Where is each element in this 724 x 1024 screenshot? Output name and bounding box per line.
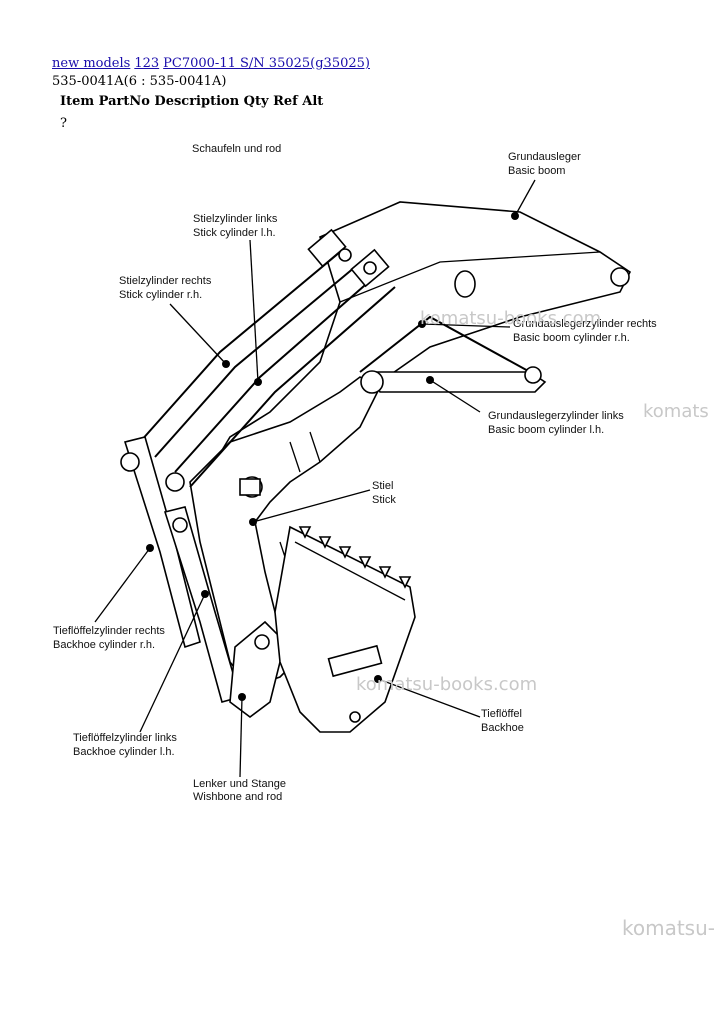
label-gazyl-links: Grundauslegerzylinder links [488,410,624,422]
table-row: ? [60,116,67,131]
table-header: Item PartNo Description Qty Ref Alt [60,94,324,109]
breadcrumb-link-new-models[interactable]: new models [52,56,131,71]
label-stielzylinder-rechts: Stielzylinder rechts [119,275,212,287]
watermark-4: komatsu- [622,916,715,940]
leader-lines [94,179,536,778]
label-stielzylinder-links: Stielzylinder links [193,213,278,225]
label-basic-boom-cyl-rh: Basic boom cylinder r.h. [513,332,630,344]
label-tlzyl-rechts: Tieflöffelzylinder rechts [53,625,165,637]
parts-diagram: Schaufeln und rod Grundausleger Basic bo… [53,143,709,802]
page-subtitle: 535-0041A(6 : 535-0041A) [52,74,227,89]
diagram-labels: Schaufeln und rod Grundausleger Basic bo… [53,143,657,802]
label-grundausleger: Grundausleger [508,151,581,163]
label-stick-cylinder-rh: Stick cylinder r.h. [119,289,202,301]
label-basic-boom-cyl-lh: Basic boom cylinder l.h. [488,424,604,436]
stick-cylinders [139,228,396,488]
watermark-3: komatsu-books.com [356,674,537,695]
label-stiel: Stiel [372,480,393,492]
label-backhoe-cyl-rh: Backhoe cylinder r.h. [53,639,155,651]
label-stick: Stick [372,494,396,506]
label-stick-cylinder-lh: Stick cylinder l.h. [193,227,276,239]
label-backhoe: Backhoe [481,722,524,734]
breadcrumb-link-123[interactable]: 123 [134,56,160,71]
watermarks: komatsu-books.com komats komatsu-books.c… [356,308,709,695]
boom-cylinders [359,315,547,394]
watermark-1: komatsu-books.com [420,308,601,329]
label-backhoe-cyl-lh: Backhoe cylinder l.h. [73,746,175,758]
watermark-2: komats [643,401,709,422]
label-basic-boom: Basic boom [508,165,565,177]
breadcrumb-link-model[interactable]: PC7000-11 S/N 35025(g35025) [163,56,370,71]
label-lenker: Lenker und Stange [193,778,286,790]
footer-watermark: komatsu- [622,916,715,940]
wishbone [229,620,286,718]
backhoe-bucket [274,525,416,733]
label-top-cut: Schaufeln und rod [192,143,281,155]
label-tlzyl-links: Tieflöffelzylinder links [73,732,177,744]
label-tieffoeffel: Tieflöffel [481,708,522,720]
label-wishbone: Wishbone and rod [193,791,282,802]
label-gazyl-rechts: Grundauslegerzylinder rechts [513,318,657,330]
